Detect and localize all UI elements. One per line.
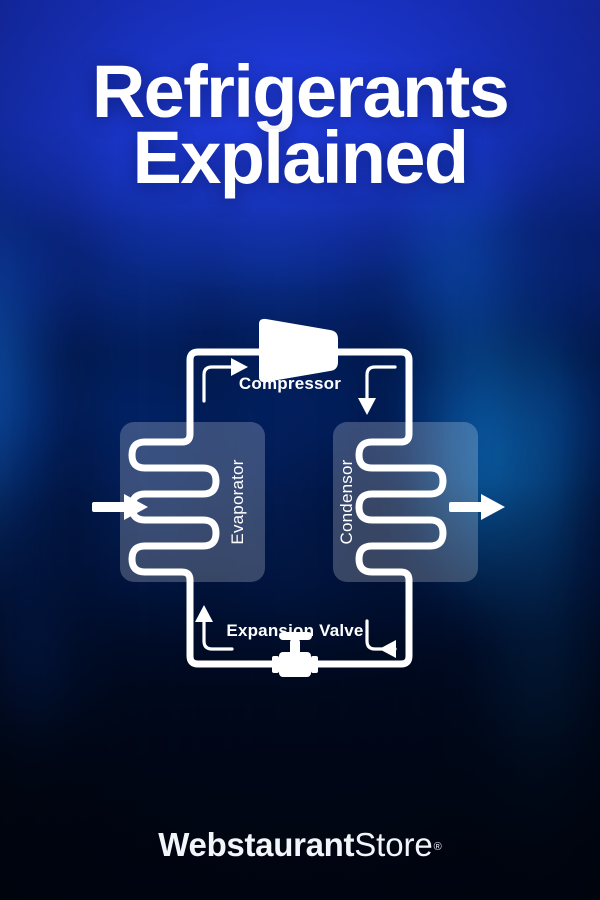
compressor-label: Compressor — [239, 374, 341, 393]
air-outlet-arrow — [449, 494, 505, 520]
condensor-coil — [355, 404, 447, 600]
logo-store: Store — [354, 826, 433, 863]
arrowhead-bottom-right — [379, 640, 396, 658]
flow-arrow-heads — [195, 358, 396, 658]
arrowhead-top-left — [231, 358, 248, 376]
registered-trademark-icon: ® — [433, 840, 442, 853]
flow-arrow-path-bottom-right — [365, 619, 397, 651]
evaporator-label: Evaporator — [228, 459, 247, 544]
expansion-valve-icon — [272, 632, 318, 677]
airflow-arrows — [92, 494, 505, 520]
air-intake-arrow — [92, 494, 148, 520]
logo-webstaurant: Webstaurant — [158, 826, 355, 863]
flow-arrow-path-top-right — [365, 365, 397, 401]
page-title: Refrigerants Explained — [0, 50, 600, 199]
arrowhead-bottom-left — [195, 605, 213, 622]
flow-arrow-path-top-left — [202, 365, 234, 403]
flow-direction-arrows — [202, 365, 397, 651]
headline-line-2: Explained — [132, 115, 470, 199]
liquid-line-left — [186, 592, 281, 668]
liquid-line-right — [309, 592, 413, 668]
expansion-valve-label: Expansion Valve — [226, 621, 363, 640]
webstaurant-store-logo: WebstaurantStore® — [0, 826, 600, 864]
arrowhead-top-right — [358, 398, 376, 415]
suction-line — [186, 348, 266, 412]
headline-line-1: Refrigerants — [91, 50, 510, 133]
refrigeration-cycle-diagram: Compressor Expansion Valve Evaporator Co… — [0, 296, 600, 696]
flow-arrow-path-bottom-left — [202, 619, 234, 651]
condensor-label: Condensor — [337, 459, 356, 544]
evaporator-panel — [120, 422, 265, 582]
discharge-line — [334, 348, 413, 412]
compressor-icon — [259, 318, 338, 383]
